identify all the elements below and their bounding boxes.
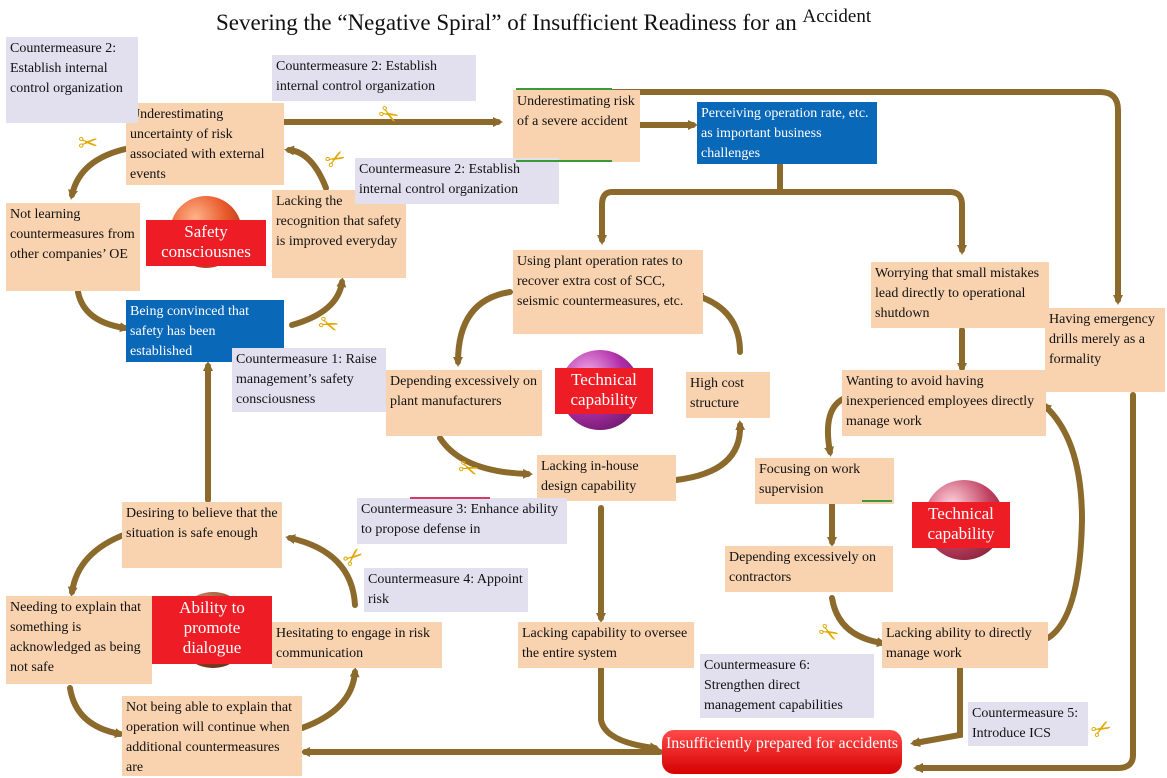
node-needing-explain: Needing to explain that something is ack…: [6, 596, 152, 684]
arrow-inhouse-to-highcost: [673, 420, 746, 483]
node-wanting-avoid: Wanting to avoid having inexperienced em…: [842, 370, 1046, 436]
countermeasure-2-topleft: Countermeasure 2: Establish internal con…: [6, 37, 138, 123]
arrow-needing-to-notable: [67, 685, 125, 739]
arrow-perceiving-split-left: [597, 162, 783, 245]
countermeasure-2-mid: Countermeasure 2: Establish internal con…: [355, 158, 559, 204]
label-ability-to-promote-dialogue: Ability to promote dialogue: [152, 596, 272, 664]
node-underestimating-severe: Underestimating risk of a severe acciden…: [513, 90, 640, 162]
countermeasure-6: Countermeasure 6: Strengthen direct mana…: [700, 654, 874, 718]
accent-line: [410, 497, 490, 499]
countermeasure-4: Countermeasure 4: Appoint risk: [364, 568, 528, 612]
arrow-hesitating-to-desiring: [285, 534, 358, 608]
label-safety-consciousness: Safety consciousnes: [146, 220, 266, 266]
node-not-learning: Not learning countermeasures from other …: [6, 203, 140, 291]
countermeasure-3: Countermeasure 3: Enhance ability to pro…: [357, 498, 567, 544]
scissors-icon: ✂: [78, 131, 99, 157]
node-depending-manufacturers: Depending excessively on plant manufactu…: [386, 370, 542, 436]
arrow-lackmanage-to-insufficient: [910, 665, 963, 748]
node-using-plant: Using plant operation rates to recover e…: [513, 250, 703, 334]
title-main: Severing the “Negative Spiral” of Insuff…: [216, 10, 797, 35]
accent-line: [516, 160, 612, 162]
arrow-uncertainty-to-notlearning: [68, 145, 133, 200]
arrow-convinced-to-recognition: [289, 277, 347, 328]
node-lacking-recognition: Lacking the recognition that safety is i…: [272, 190, 406, 278]
arrow-depending-to-inhouse: [437, 435, 533, 479]
arrow-using-to-depending: [453, 289, 513, 367]
node-high-cost: High cost structure: [686, 372, 770, 418]
node-lacking-inhouse: Lacking in-house design capability: [537, 455, 676, 501]
node-desiring-believe: Desiring to believe that the situation i…: [122, 502, 282, 568]
arrow-notlearning-to-convinced: [75, 289, 130, 333]
node-lacking-oversee: Lacking capability to oversee the entire…: [518, 622, 694, 668]
arrow-perceiving-split-right: [777, 189, 967, 255]
node-not-able-explain: Not being able to explain that operation…: [122, 696, 302, 776]
title-suffix: Accident: [802, 6, 872, 27]
arrow-desiring-to-needing: [67, 531, 129, 597]
arrow-severe-to-drills: [609, 89, 1123, 305]
countermeasure-1: Countermeasure 1: Raise management’s saf…: [232, 348, 386, 412]
page-title: Severing the “Negative Spiral” of Insuff…: [216, 6, 871, 36]
node-insufficiently-prepared: Insufficiently prepared for accidents: [662, 730, 902, 774]
arrow-highcost-to-using: [693, 292, 743, 355]
label-technical-capability-right: Technical capability: [912, 502, 1010, 548]
node-having-drills: Having emergency drills merely as a form…: [1045, 308, 1165, 392]
node-hesitating: Hesitating to engage in risk communicati…: [272, 622, 442, 668]
countermeasure-2-top: Countermeasure 2: Establish internal con…: [272, 55, 476, 101]
arrow-contractors-to-lackmanage: [829, 595, 887, 648]
arrow-notable-to-hesitating: [299, 667, 360, 731]
node-focusing-supervision: Focusing on work supervision: [755, 458, 894, 504]
arrow-recognition-to-uncertainty: [284, 145, 329, 191]
arrow-oversee-to-insufficient: [598, 665, 660, 753]
countermeasure-5: Countermeasure 5: Introduce ICS: [968, 702, 1088, 746]
accent-line: [516, 88, 612, 90]
arrow-drills-to-insufficient: [913, 392, 1136, 773]
node-worrying-small: Worrying that small mistakes lead direct…: [871, 262, 1049, 328]
arrow-lackmanage-to-wanting: [1041, 402, 1086, 641]
node-underestimating-uncertainty: Underestimating uncertainty of risk asso…: [126, 103, 284, 185]
accent-line: [862, 500, 892, 502]
node-lacking-manage: Lacking ability to directly manage work: [882, 622, 1048, 668]
node-depending-contractors: Depending excessively on contractors: [725, 546, 893, 592]
node-perceiving-operation: Perceiving operation rate, etc. as impor…: [697, 102, 877, 164]
arrow-wanting-to-focusing: [824, 395, 848, 457]
label-technical-capability-center: Technical capability: [555, 368, 653, 414]
